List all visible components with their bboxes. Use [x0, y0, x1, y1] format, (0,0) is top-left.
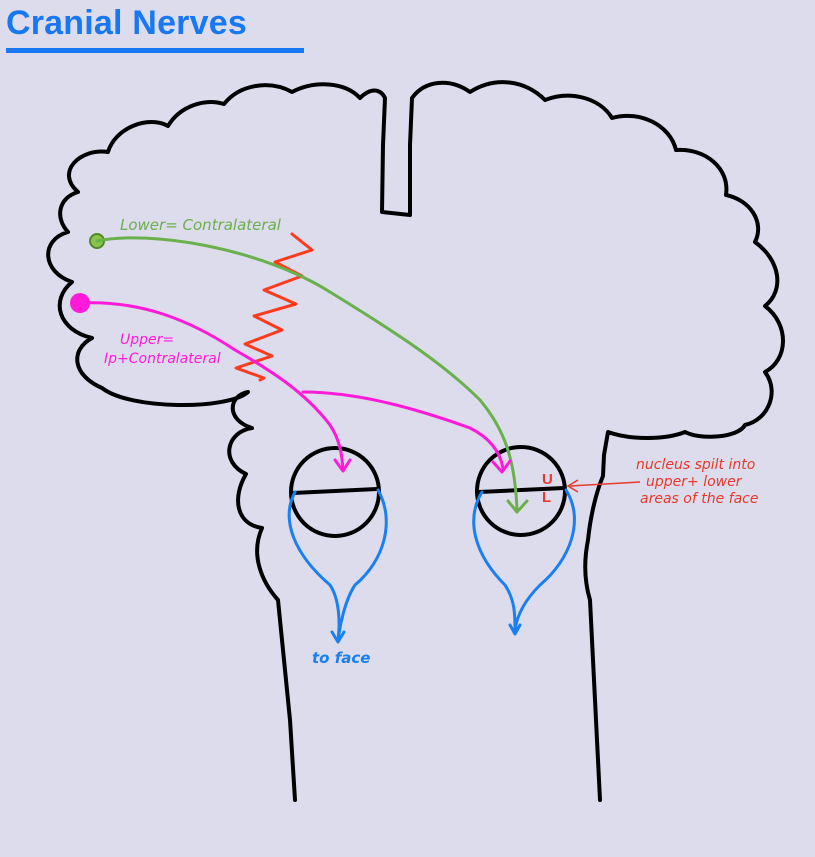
upper-label-line1: Upper= [120, 332, 174, 348]
upper-pathway [70, 293, 512, 474]
page-title: Cranial Nerves [6, 4, 247, 42]
lower-pathway [89, 233, 529, 514]
nucleus-label-line2: upper+ lower [646, 474, 743, 490]
lesion-zigzag [234, 232, 314, 382]
right-nerve [472, 488, 576, 636]
title-underline [6, 48, 304, 53]
upper-mark: U [542, 471, 553, 488]
lower-mark: L [542, 489, 551, 506]
to-face-label: to face [312, 649, 370, 667]
right-nucleus [475, 445, 567, 537]
nucleus-label-line3: areas of the face [640, 491, 758, 507]
upper-label-line2: Ip+Contralateral [104, 351, 221, 367]
left-nerve [287, 488, 388, 644]
nucleus-label-line1: nucleus spilt into [636, 457, 755, 473]
annotation-arrow [566, 479, 641, 493]
brain-outline [46, 80, 785, 802]
lower-label: Lower= Contralateral [120, 216, 282, 234]
